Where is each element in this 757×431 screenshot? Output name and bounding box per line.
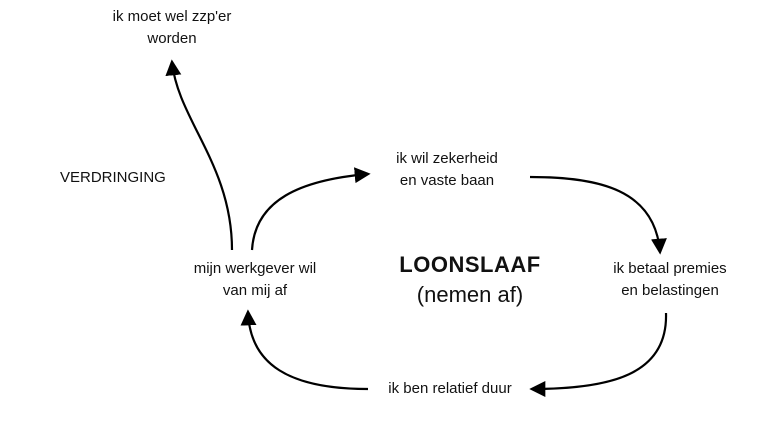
node-werkgever: mijn werkgever wil van mij af [170, 258, 340, 302]
arrow-premies-to-duur [529, 312, 668, 397]
node-werkgever-line1: mijn werkgever wil [193, 260, 317, 277]
node-premies-line1: ik betaal premies [613, 260, 727, 277]
node-zekerheid: ik wil zekerheid en vaste baan [352, 148, 542, 192]
node-duur-text: ik ben relatief duur [388, 380, 512, 397]
center-title-main: LOONSLAAF [399, 252, 541, 277]
node-zzp-line2: worden [147, 30, 197, 47]
arrow-werkgever-to-zekerheid [250, 167, 371, 251]
arrow-duur-to-werkgever [240, 309, 369, 391]
center-title: LOONSLAAF (nemen af) [380, 250, 560, 310]
node-verdringing: VERDRINGING [60, 167, 200, 189]
node-zzp-line1: ik moet wel zzp'er [112, 8, 232, 25]
node-zzp: ik moet wel zzp'er worden [62, 6, 282, 50]
node-premies-line2: en belastingen [621, 282, 719, 299]
node-duur: ik ben relatief duur [360, 378, 540, 400]
node-zekerheid-line2: en vaste baan [399, 172, 495, 189]
center-title-subtitle: (nemen af) [416, 282, 524, 307]
node-werkgever-line2: van mij af [222, 282, 288, 299]
node-zekerheid-line1: ik wil zekerheid [396, 150, 498, 167]
arrow-zekerheid-to-premies [529, 175, 667, 255]
node-verdringing-text: VERDRINGING [60, 169, 166, 186]
arrow-werkgever-to-zzp [165, 59, 234, 251]
node-premies: ik betaal premies en belastingen [585, 258, 755, 302]
